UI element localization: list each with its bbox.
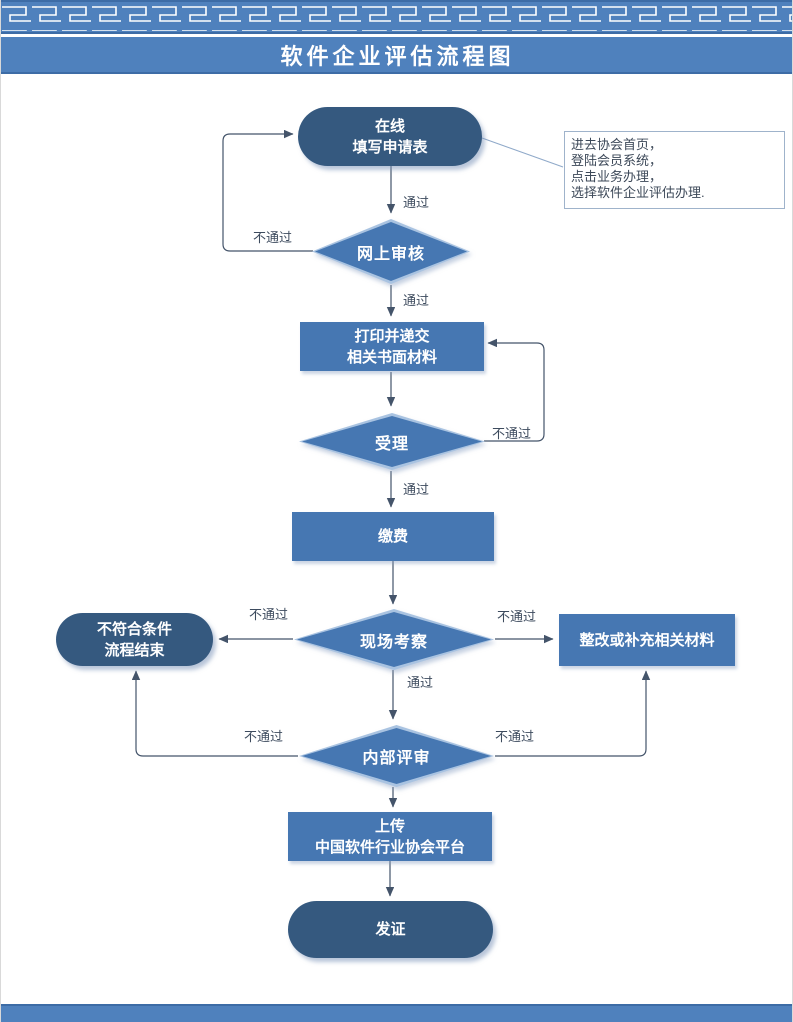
edge-label-fail: 不通过: [497, 609, 537, 624]
node-not-qualified-end: 不符合条件 流程结束: [56, 613, 213, 666]
node-pay: 缴费: [292, 512, 494, 561]
node-rectify-supplement: 整改或补充相关材料: [559, 614, 735, 666]
node-accept-label: 受理: [374, 435, 409, 453]
edge-label-pass: 通过: [403, 293, 430, 308]
page-title: 软件企业评估流程图: [280, 43, 515, 69]
edge-label-fail: 不通过: [244, 729, 284, 744]
node-print-submit: 打印并递交 相关书面材料: [300, 322, 484, 371]
node-site-inspection-label: 现场考察: [359, 633, 428, 651]
edge-label-fail: 不通过: [492, 426, 532, 441]
node-site-inspection: 现场考察: [294, 609, 494, 670]
edge-online-review-fail-loop: [222, 129, 313, 252]
edge-label-fail: 不通过: [495, 729, 535, 744]
node-start: 在线 填写申请表: [298, 107, 482, 166]
edge-label-pass: 通过: [403, 195, 430, 210]
edge-label-pass: 通过: [407, 675, 434, 690]
note-connector-line: [481, 137, 564, 168]
note-box: 进去协会首页， 登陆会员系统， 点击业务办理， 选择软件企业评估办理.: [564, 131, 785, 209]
node-internal-review-label: 内部评审: [362, 750, 431, 767]
edge-label-fail: 不通过: [249, 607, 289, 622]
node-upload-platform: 上传 中国软件行业协会平台: [288, 812, 492, 861]
title-bar: 软件企业评估流程图: [1, 37, 792, 74]
edge-internal-fail-left: [131, 670, 298, 757]
edge-label-pass: 通过: [403, 482, 430, 497]
node-accept: 受理: [299, 413, 485, 470]
node-issue-certificate: 发证: [288, 901, 493, 958]
node-online-review-label: 网上审核: [356, 245, 425, 263]
footer-bar: [1, 1004, 792, 1022]
edge-accept-fail-loop: [484, 338, 545, 442]
node-internal-review: 内部评审: [299, 725, 494, 787]
edge-label-fail: 不通过: [253, 230, 293, 245]
node-online-review: 网上审核: [312, 219, 470, 284]
decorative-meander-border: [1, 0, 792, 34]
edge-internal-fail-right: [495, 670, 651, 757]
meander-pattern-icon: [1, 3, 792, 31]
